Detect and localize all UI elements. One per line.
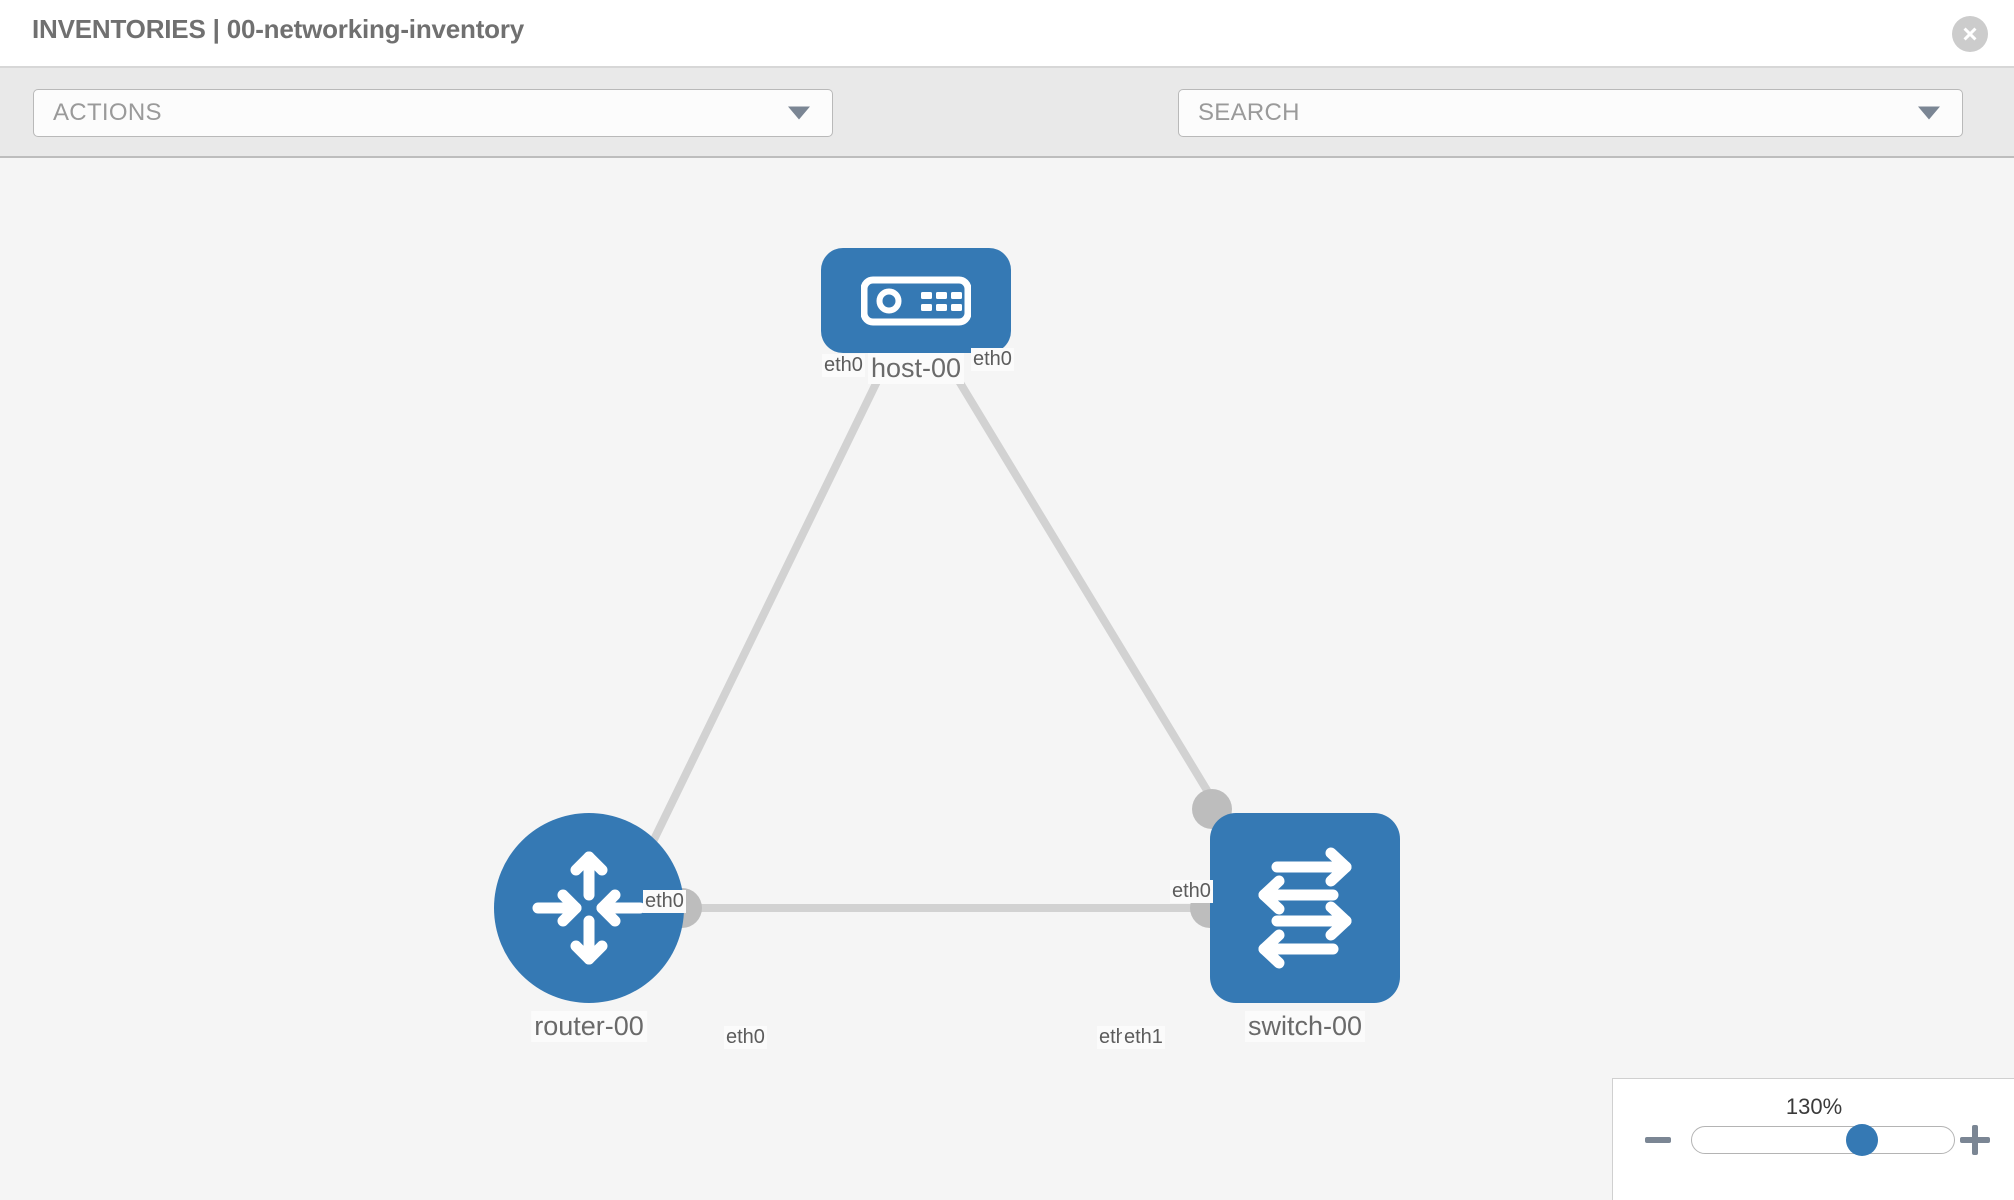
switch-node-shape[interactable] (1210, 813, 1400, 1003)
edge-label-host-eth0-right: eth0 (971, 348, 1014, 371)
actions-dropdown-label: ACTIONS (53, 99, 162, 126)
switch-arrows-icon (1258, 847, 1352, 969)
header-bar: INVENTORIES | 00-networking-inventory (0, 0, 2014, 68)
topology-edges (641, 359, 1252, 912)
chevron-down-icon (788, 106, 810, 120)
server-icon (861, 276, 971, 326)
router-arrows-icon (532, 851, 646, 965)
topology-canvas[interactable]: host-00 eth0 eth0 router-00 (0, 158, 2014, 1200)
host-node-shape[interactable] (821, 248, 1011, 353)
edge-label-switch-eth1-left: eth1 (1122, 1026, 1165, 1049)
actions-dropdown[interactable]: ACTIONS (33, 89, 833, 137)
close-icon[interactable] (1952, 16, 1988, 52)
node-label-switch-00: switch-00 (1244, 1011, 1366, 1042)
edge-label-router-eth0-up: eth0 (643, 890, 686, 913)
zoom-slider-handle[interactable] (1846, 1124, 1879, 1156)
toolbar: ACTIONS SEARCH (0, 68, 2014, 199)
edge-label-host-eth0-left: eth0 (822, 354, 865, 377)
search-placeholder: SEARCH (1198, 99, 1300, 126)
node-label-router-00: router-00 (531, 1011, 647, 1042)
node-label-host-00: host-00 (867, 353, 965, 384)
edge-label-router-eth0-right: eth0 (724, 1026, 767, 1049)
zoom-slider-track[interactable] (1691, 1126, 1955, 1154)
minus-icon[interactable] (1645, 1137, 1671, 1143)
edge-label-switch-eth0-up: eth0 (1170, 880, 1213, 903)
page-title: INVENTORIES | 00-networking-inventory (32, 14, 525, 44)
search-input[interactable]: SEARCH (1178, 89, 1963, 137)
zoom-panel: 130% (1612, 1078, 2014, 1200)
plus-icon[interactable] (1960, 1125, 1990, 1155)
chevron-down-icon (1918, 106, 1940, 120)
zoom-level-value: 130% (1785, 1094, 1843, 1119)
